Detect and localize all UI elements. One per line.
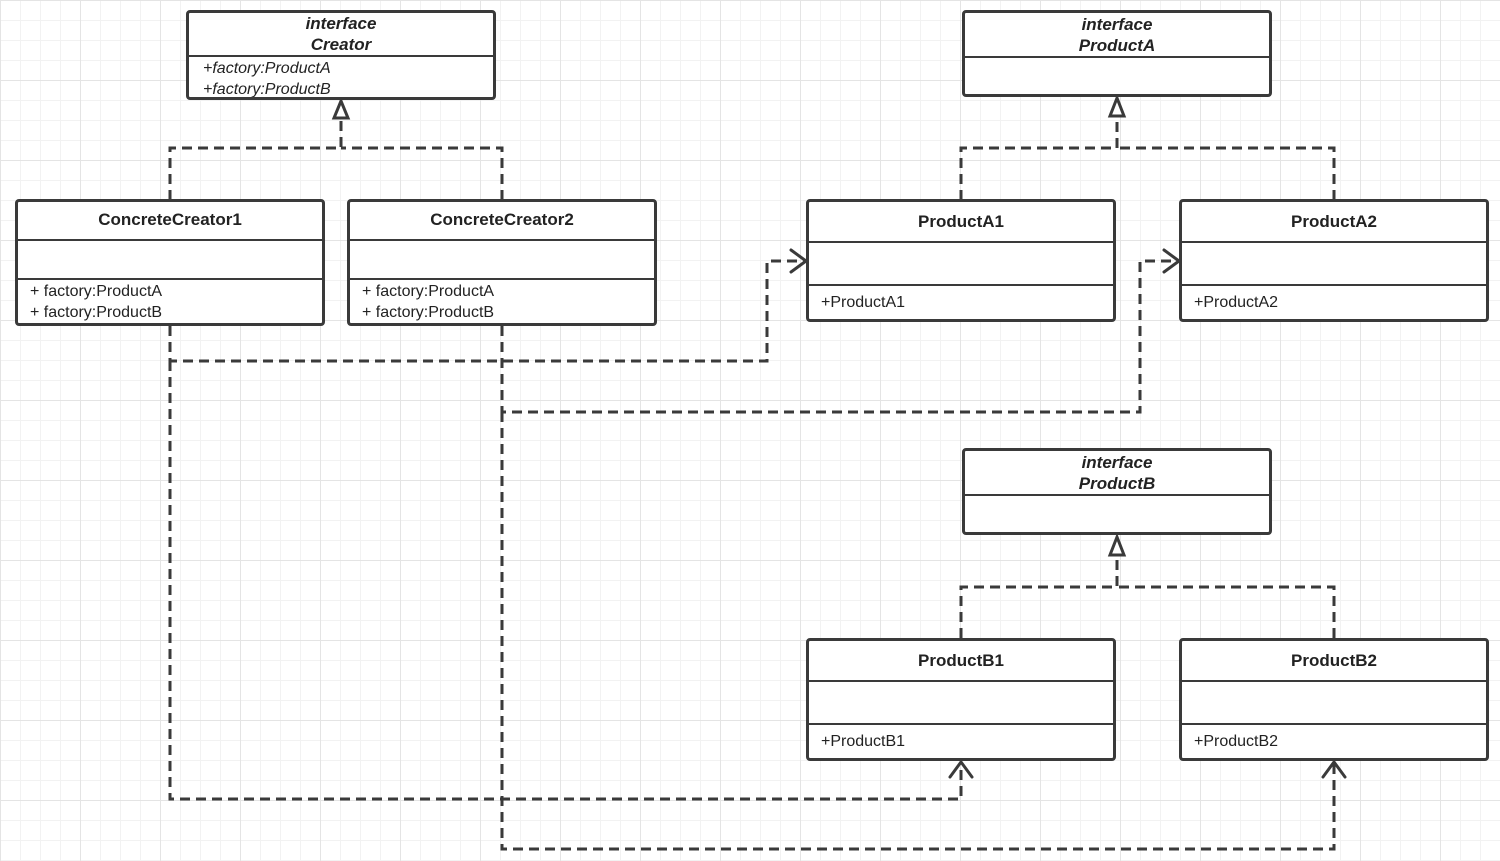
realization-product-b2-to-product-b xyxy=(1117,585,1336,638)
operation-row: + factory:ProductA xyxy=(30,283,163,300)
stereotype-label: interface xyxy=(1081,452,1153,472)
class-product-a[interactable]: interface ProductA xyxy=(962,10,1272,97)
class-name: ProductB1 xyxy=(918,650,1004,670)
attributes-compartment xyxy=(809,243,1113,286)
class-name: ProductA xyxy=(1078,35,1156,55)
attributes-compartment xyxy=(350,241,654,280)
class-creator[interactable]: interface Creator +factory:ProductA +fac… xyxy=(186,10,496,100)
dependency-arrowhead-product-b2 xyxy=(1321,760,1347,779)
attributes-compartment xyxy=(18,241,322,280)
class-name: ProductA2 xyxy=(1291,211,1377,231)
class-concrete-creator-2[interactable]: ConcreteCreator2 + factory:ProductA + fa… xyxy=(347,199,657,326)
operation-row: +factory:ProductA xyxy=(203,60,331,77)
operation-row: +ProductA2 xyxy=(1194,294,1279,311)
class-product-b1[interactable]: ProductB1 +ProductB1 xyxy=(806,638,1116,761)
realization-concrete-creator-2-to-creator xyxy=(341,146,504,200)
operation-row: +ProductB1 xyxy=(821,733,906,750)
dependency-arrowhead-product-a1 xyxy=(789,248,808,274)
class-name-compartment: ConcreteCreator1 xyxy=(18,202,322,241)
operation-row: + factory:ProductB xyxy=(30,304,163,321)
dependency-arrowhead-product-a2 xyxy=(1162,248,1181,274)
class-name-compartment: interface ProductB xyxy=(965,451,1269,496)
class-name-compartment: ProductB1 xyxy=(809,641,1113,682)
realization-arrowhead-product-b xyxy=(1107,532,1127,557)
class-name: ConcreteCreator1 xyxy=(98,210,242,230)
operations-compartment: + factory:ProductA + factory:ProductB xyxy=(18,280,322,323)
attributes-compartment xyxy=(1182,682,1486,725)
operations-compartment xyxy=(965,58,1269,94)
operation-row: +ProductA1 xyxy=(821,294,906,311)
class-name: Creator xyxy=(310,35,372,54)
class-name: ProductA1 xyxy=(918,211,1004,231)
stereotype-label: interface xyxy=(1081,14,1153,34)
dependency-arrowhead-product-b1 xyxy=(948,760,974,779)
class-concrete-creator-1[interactable]: ConcreteCreator1 + factory:ProductA + fa… xyxy=(15,199,325,326)
operation-row: + factory:ProductB xyxy=(362,304,495,321)
operations-compartment: +ProductB2 xyxy=(1182,725,1486,758)
class-name: ProductB xyxy=(1078,473,1156,493)
class-name-compartment: ConcreteCreator2 xyxy=(350,202,654,241)
operations-compartment: + factory:ProductA + factory:ProductB xyxy=(350,280,654,323)
attributes-compartment xyxy=(1182,243,1486,286)
realization-concrete-creator-1-to-creator xyxy=(168,118,343,200)
class-name-compartment: interface Creator xyxy=(189,13,493,57)
realization-product-a2-to-product-a xyxy=(1117,146,1336,200)
class-product-b[interactable]: interface ProductB xyxy=(962,448,1272,535)
operation-row: +ProductB2 xyxy=(1194,733,1279,750)
class-product-a1[interactable]: ProductA1 +ProductA1 xyxy=(806,199,1116,322)
class-name: ProductB2 xyxy=(1291,650,1377,670)
operations-compartment xyxy=(965,496,1269,532)
operations-compartment: +ProductB1 xyxy=(809,725,1113,758)
operation-row: +factory:ProductB xyxy=(203,81,331,98)
stereotype-label: interface xyxy=(305,14,377,33)
attributes-compartment xyxy=(809,682,1113,725)
class-product-a2[interactable]: ProductA2 +ProductA2 xyxy=(1179,199,1489,322)
operation-row: + factory:ProductA xyxy=(362,283,495,300)
operations-compartment: +ProductA2 xyxy=(1182,286,1486,319)
class-name-compartment: ProductA1 xyxy=(809,202,1113,243)
class-name-compartment: interface ProductA xyxy=(965,13,1269,58)
class-name-compartment: ProductA2 xyxy=(1182,202,1486,243)
realization-arrowhead-product-a xyxy=(1107,93,1127,118)
realization-product-a1-to-product-a xyxy=(959,118,1119,200)
realization-product-b1-to-product-b xyxy=(959,557,1119,638)
operations-compartment: +factory:ProductA +factory:ProductB xyxy=(189,57,493,98)
operations-compartment: +ProductA1 xyxy=(809,286,1113,319)
class-name: ConcreteCreator2 xyxy=(430,210,574,230)
class-name-compartment: ProductB2 xyxy=(1182,641,1486,682)
realization-arrowhead-creator xyxy=(331,97,351,120)
class-product-b2[interactable]: ProductB2 +ProductB2 xyxy=(1179,638,1489,761)
